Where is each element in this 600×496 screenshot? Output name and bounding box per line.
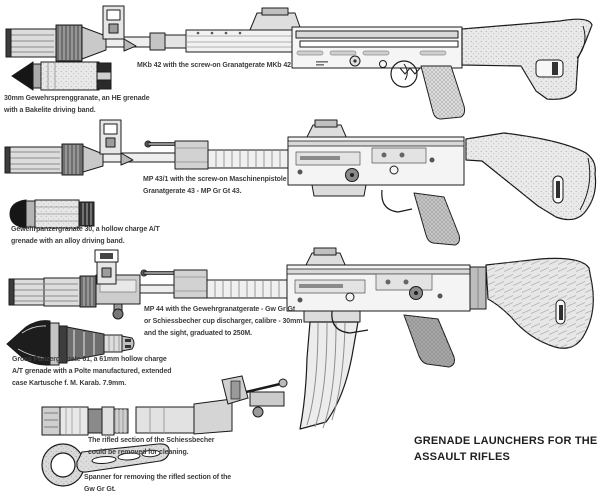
- mkb42-rifle-illustration: [5, 5, 593, 120]
- rifled-section-illustration: [41, 375, 288, 436]
- caption-line: A/T grenade with a Polte manufactured, e…: [12, 368, 172, 375]
- title-line: GRENADE LAUNCHERS FOR THE: [414, 435, 598, 447]
- caption-gross-panzergranate61: Gross Panzergranate 61, a 61mm hollow ch…: [12, 354, 172, 390]
- caption-spanner: Spanner for removing the rifled section …: [84, 472, 231, 496]
- panzergranate30-illustration: [9, 199, 95, 229]
- caption-panzergranate30: Gewehrpanzergranate 30, a hollow charge …: [11, 224, 160, 248]
- caption-rifled-section: The rifled section of the Schiessbecher …: [88, 435, 215, 459]
- caption-mkb42: MKb 42 with the screw-on Granatgerate MK…: [137, 60, 293, 72]
- title-line: ASSAULT RIFLES: [414, 451, 511, 463]
- caption-line: grenade with an alloy driving band.: [11, 238, 125, 245]
- spanner-illustration: [41, 443, 170, 487]
- caption-line: MP 43/1 with the screw-on Maschinenpisto…: [143, 176, 287, 183]
- mp431-rifle-illustration: [4, 119, 597, 246]
- caption-he-grenade: 30mm Gewehrsprenggranate, an HE grenade …: [4, 93, 150, 117]
- caption-line: 30mm Gewehrsprenggranate, an HE grenade: [4, 95, 150, 102]
- caption-line: Gw Gr Gt.: [84, 486, 116, 493]
- caption-line: with a Bakelite driving band.: [4, 107, 96, 114]
- mp44-rifle-illustration: [8, 247, 594, 430]
- caption-line: case Kartusche f. M. Karab. 7.9mm.: [12, 380, 127, 387]
- caption-line: and the sight, graduated to 250M.: [144, 330, 252, 337]
- caption-line: or Schiessbecher cup discharger, calibre…: [144, 318, 303, 325]
- caption-mp431: MP 43/1 with the screw-on Maschinenpisto…: [143, 174, 287, 198]
- caption-line: Gewehrpanzergranate 30, a hollow charge …: [11, 226, 160, 233]
- caption-line: Gross Panzergranate 61, a 61mm hollow ch…: [12, 356, 167, 363]
- caption-line: MP 44 with the Gewehrgranatgerate - Gw G…: [144, 306, 296, 313]
- page-title: GRENADE LAUNCHERS FOR THE ASSAULT RIFLES: [414, 433, 597, 465]
- gross-panzergranate61-illustration: [6, 320, 135, 366]
- caption-line: The rifled section of the Schiessbecher: [88, 437, 215, 444]
- caption-line: Spanner for removing the rifled section …: [84, 474, 232, 481]
- caption-line: Granatgerate 43 - MP Gr Gt 43.: [143, 188, 242, 195]
- caption-mp44: MP 44 with the Gewehrgranatgerate - Gw G…: [144, 304, 302, 340]
- he-grenade-illustration: [11, 61, 112, 91]
- caption-line: could be removed for cleaning.: [88, 449, 189, 456]
- caption-line: MKb 42 with the screw-on Granatgerate MK…: [137, 62, 293, 69]
